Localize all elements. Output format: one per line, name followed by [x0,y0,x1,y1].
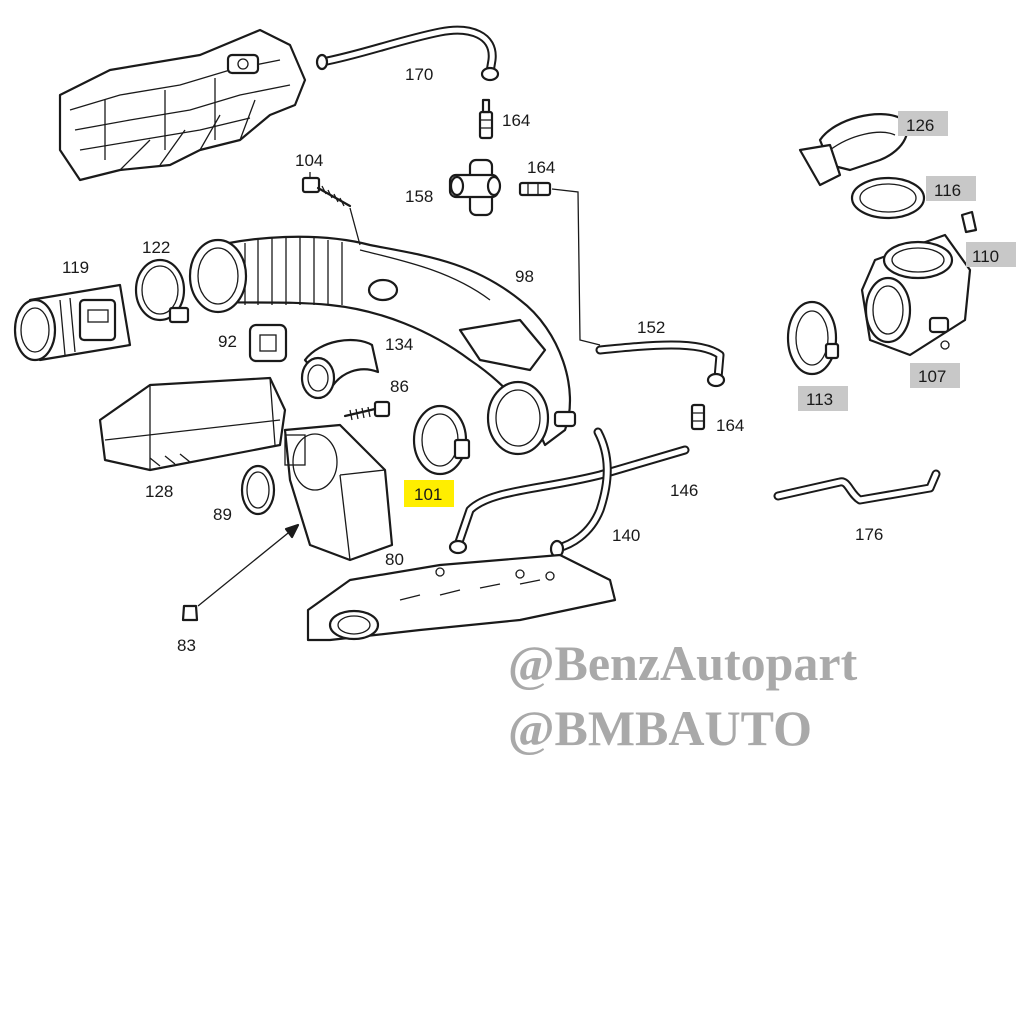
air-mass-sensor-119-part [13,283,132,362]
callout-176: 176 [855,525,883,544]
connector-164-lower-part [690,403,706,431]
bolt-86-part [343,400,391,421]
hose-146-part [448,445,690,555]
hose-134-part [300,338,380,400]
callout-92: 92 [218,332,237,351]
callout-101: 101 [414,485,442,504]
ring-101-part [412,404,471,476]
hose-170-part [315,25,500,82]
hose-140-part [549,427,612,559]
callout-170: 170 [405,65,433,84]
callout-104: 104 [295,151,323,170]
callout-164-lower: 164 [716,416,744,435]
line-176-part [773,469,941,505]
callout-86: 86 [390,377,409,396]
callout-83: 83 [177,636,196,655]
callout-140: 140 [612,526,640,545]
callout-113: 113 [806,390,833,409]
connector-164-top-part [478,98,494,140]
callout-128: 128 [145,482,173,501]
watermark-line-1: @BenzAutopart [508,635,858,691]
callout-164-middle: 164 [527,158,555,177]
highlight-116 [926,176,976,201]
callout-126: 126 [906,116,934,135]
callout-80: 80 [385,550,404,569]
throttle-body-80-part [283,423,394,562]
highlight-113 [798,386,848,411]
highlight-126 [898,111,948,136]
housing-107-part [860,233,972,357]
callout-146: 146 [670,481,698,500]
callout-164-top: 164 [502,111,530,130]
gasket-89-part [240,464,276,516]
highlight-101 [404,480,454,507]
callout-116: 116 [934,181,961,200]
connector-164-middle-part [518,181,601,346]
clamp-126-part [798,113,909,187]
callout-119: 119 [62,258,89,277]
intake-manifold-part [306,553,617,642]
tee-158-part [448,158,502,217]
clip-110-part [960,210,978,234]
silencer-128-part [98,376,287,472]
watermark-line-2: @BMBAUTO [508,700,812,756]
callout-110: 110 [972,247,999,266]
intake-duct-98-part [188,207,577,456]
part-92 [248,323,288,363]
callout-158: 158 [405,187,433,206]
highlight-107 [910,363,960,388]
ring-116-part [850,176,926,220]
screw-83-part [181,523,300,622]
callout-107: 107 [918,367,946,386]
callout-98: 98 [515,267,534,286]
ring-113-part [786,300,840,376]
callout-134: 134 [385,335,413,354]
hose-152-part [595,340,726,388]
highlight-110 [966,242,1016,267]
callout-152: 152 [637,318,665,337]
engine-cover-part [58,28,307,182]
callout-122: 122 [142,238,170,257]
callout-89: 89 [213,505,232,524]
clamp-122-part [134,258,190,324]
bolt-104-part [301,172,352,208]
